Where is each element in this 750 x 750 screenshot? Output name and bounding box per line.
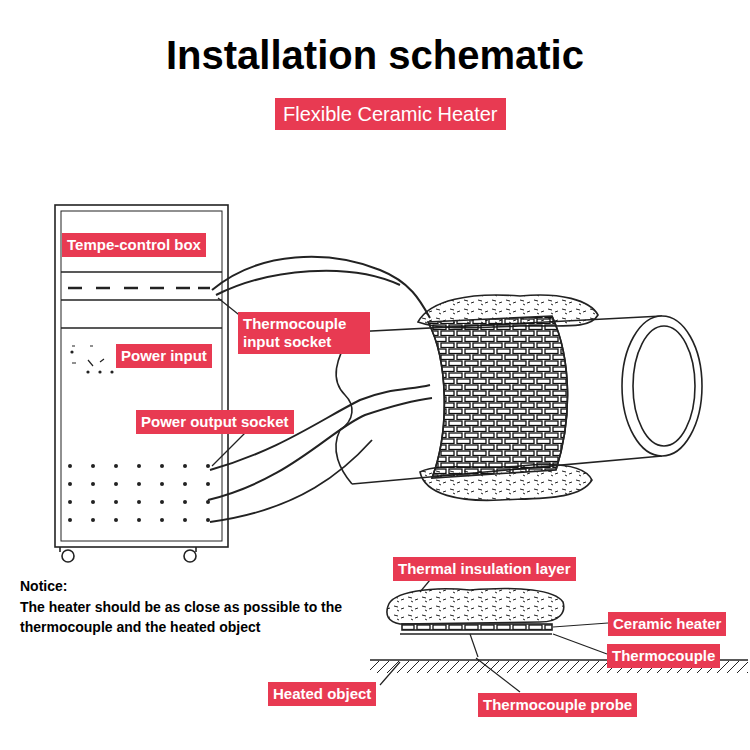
label-box: Thermocouple probe [478,693,637,717]
socket-dot [183,500,187,504]
label-text: Flexible Ceramic Heater [283,102,498,126]
socket-dot [91,500,95,504]
label-box: Ceramic heater [608,612,726,636]
title: Installation schematic [166,32,584,78]
label-text: Thermocouple [612,647,715,665]
socket-dot [68,518,72,522]
notice-text: The heater should be as close as possibl… [20,597,365,637]
socket-dot [206,464,210,468]
socket-dot [137,464,141,468]
socket-dot [137,500,141,504]
panel-dot [110,370,113,373]
label-text: Thermocouple input socket [243,315,365,351]
socket-dot [206,518,210,522]
socket-dot [114,500,118,504]
socket-dot [91,482,95,486]
panel-dot [70,350,73,353]
label-box: Heated object [268,682,376,706]
socket-dot [114,482,118,486]
socket-dot [68,500,72,504]
socket-dot [160,482,164,486]
label-text: Power output socket [141,413,289,431]
label-text: Ceramic heater [613,615,721,633]
socket-dot [91,464,95,468]
socket-dot [137,518,141,522]
label-box: Thermocouple [607,644,720,668]
label-text: Thermocouple probe [483,696,632,714]
socket-dot [160,500,164,504]
panel-dot [86,370,89,373]
label-box: Flexible Ceramic Heater [275,98,506,130]
label-box: Thermocouple input socket [238,312,370,354]
socket-dot [68,464,72,468]
socket-dot [91,518,95,522]
label-box: Power output socket [136,410,294,434]
socket-dot [137,482,141,486]
label-box: Power input [116,344,212,368]
socket-dot [160,518,164,522]
socket-dot [183,482,187,486]
socket-dot [160,464,164,468]
socket-dot [206,500,210,504]
label-text: Tempe-control box [67,236,201,254]
label-text: Thermal insulation layer [398,560,571,578]
label-box: Tempe-control box [62,233,206,257]
label-text: Power input [121,347,207,365]
socket-dot [114,518,118,522]
label-text: Heated object [273,685,371,703]
panel-dot [98,370,101,373]
label-box: Thermal insulation layer [393,557,576,581]
socket-dot [68,482,72,486]
notice-heading: Notice: [20,576,365,596]
socket-dot [183,518,187,522]
socket-dot [183,464,187,468]
socket-dot [206,482,210,486]
socket-dot [114,464,118,468]
